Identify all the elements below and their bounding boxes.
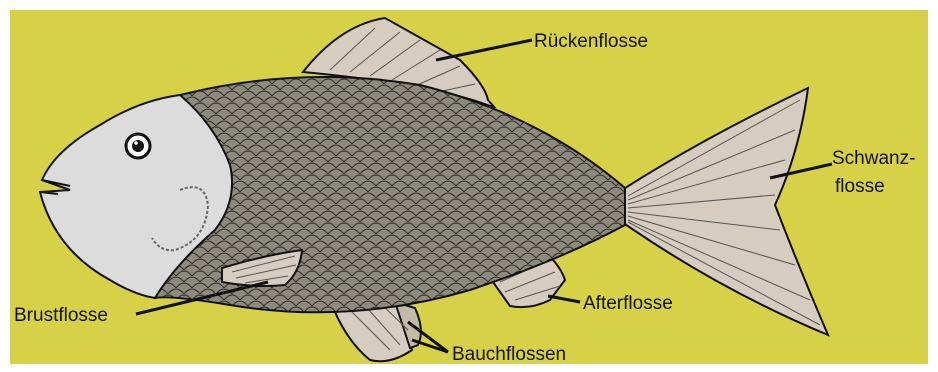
label-anal-fin: Afterflosse bbox=[583, 293, 673, 314]
label-dorsal-fin: Rückenflosse bbox=[534, 31, 648, 52]
fish-eye bbox=[126, 134, 150, 158]
label-pectoral-fin: Brustflosse bbox=[14, 305, 108, 326]
label-caudal-fin-line1: Schwanz- bbox=[832, 148, 915, 169]
label-pelvic-fins: Bauchflossen bbox=[452, 344, 566, 365]
label-caudal-fin-line2: flosse bbox=[835, 176, 885, 197]
